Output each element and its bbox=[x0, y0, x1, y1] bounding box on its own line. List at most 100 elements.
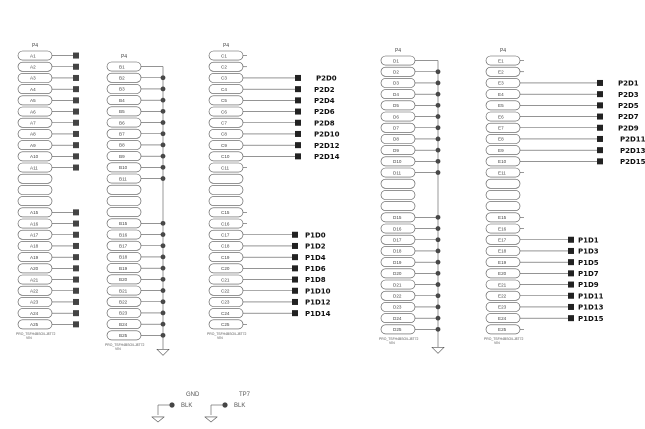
pin-label: C6 bbox=[221, 109, 227, 114]
pin-label: B7 bbox=[119, 132, 125, 137]
pin-label: A2 bbox=[30, 65, 36, 70]
terminal-square bbox=[73, 276, 79, 283]
connector-d: P4D1D2D3D4D5D6D7D8D9D10D11D15D16D17D18D1… bbox=[379, 48, 418, 345]
connector-header: P4 bbox=[223, 43, 229, 49]
net-terminal bbox=[568, 303, 574, 310]
pin-label: B5 bbox=[119, 109, 125, 114]
ground-icon bbox=[204, 416, 218, 423]
pin-label: A5 bbox=[30, 98, 36, 103]
net-label: P1D5 bbox=[578, 259, 599, 267]
pin-label: C21 bbox=[221, 277, 230, 282]
net-terminal bbox=[597, 91, 603, 98]
testpoint-color: BLK bbox=[181, 403, 192, 409]
pin-label: A24 bbox=[30, 311, 39, 316]
net-terminal bbox=[292, 287, 298, 294]
pin-label: E2 bbox=[498, 70, 504, 75]
pin-label: B23 bbox=[119, 311, 128, 316]
pin-label: E3 bbox=[498, 81, 504, 86]
pin-label: C18 bbox=[221, 244, 230, 249]
pin-label: D15 bbox=[393, 215, 402, 220]
pin-label: A9 bbox=[30, 143, 36, 148]
pin-label: C24 bbox=[221, 311, 230, 316]
pin-blank bbox=[17, 196, 53, 207]
pin-label: B20 bbox=[119, 277, 128, 282]
pin-label: E15 bbox=[498, 215, 507, 220]
net-terminal bbox=[597, 113, 603, 120]
pin-blank bbox=[485, 190, 521, 200]
pin-blank bbox=[106, 207, 142, 218]
net-terminal bbox=[295, 97, 301, 104]
terminal-square bbox=[73, 231, 79, 238]
connector-part-number: PRO_TSFH4BSO/LJ8T72 bbox=[207, 332, 246, 336]
terminal-square bbox=[73, 74, 79, 81]
connector-value: VIN bbox=[389, 341, 395, 345]
net-label: P1D14 bbox=[305, 310, 331, 318]
net-label: P2D3 bbox=[618, 91, 639, 99]
pin-label: C22 bbox=[221, 289, 230, 294]
pin-blank bbox=[485, 201, 521, 212]
pin-label: A17 bbox=[30, 233, 39, 238]
terminal-square bbox=[73, 310, 79, 317]
pin-label: E18 bbox=[498, 249, 507, 254]
pin-label: D9 bbox=[393, 148, 399, 153]
pin-label: A8 bbox=[30, 132, 36, 137]
pin-label: C8 bbox=[221, 132, 227, 137]
pin-label: E19 bbox=[498, 260, 507, 265]
pin-label: D17 bbox=[393, 238, 402, 243]
pin-blank bbox=[17, 185, 53, 195]
pin-label: D6 bbox=[393, 114, 399, 119]
net-label: P2D13 bbox=[620, 147, 645, 155]
net-terminal bbox=[568, 259, 574, 266]
pin-blank bbox=[380, 190, 416, 200]
pin-label: A21 bbox=[30, 277, 39, 282]
pin-label: D20 bbox=[393, 271, 402, 276]
pin-label: B2 bbox=[119, 76, 125, 81]
net-terminal bbox=[568, 236, 574, 243]
pin-label: E10 bbox=[498, 159, 507, 164]
pin-label: D1 bbox=[393, 58, 399, 63]
pin-blank bbox=[380, 201, 416, 212]
net-terminal bbox=[568, 270, 574, 277]
net-terminal bbox=[295, 74, 301, 81]
terminal-square bbox=[73, 298, 79, 305]
testpoint-gnd bbox=[151, 402, 175, 423]
ground-icon bbox=[156, 349, 170, 356]
connector-e: P4E1E2E3E4E5E6E7E8E9E10E11E15E16E17E18E1… bbox=[484, 48, 523, 345]
terminal-square bbox=[73, 220, 79, 227]
pin-label: E21 bbox=[498, 282, 507, 287]
terminal-square bbox=[73, 108, 79, 115]
pin-label: B17 bbox=[119, 244, 128, 249]
terminal-square bbox=[73, 97, 79, 104]
pin-label: D16 bbox=[393, 226, 402, 231]
pin-label: A3 bbox=[30, 76, 36, 81]
pin-label: D2 bbox=[393, 70, 399, 75]
net-terminal bbox=[568, 281, 574, 288]
pin-label: E23 bbox=[498, 305, 507, 310]
pin-label: C5 bbox=[221, 98, 227, 103]
pin-label: E7 bbox=[498, 126, 504, 131]
pin-label: A10 bbox=[30, 154, 39, 159]
pin-label: C15 bbox=[221, 210, 230, 215]
net-terminal bbox=[295, 153, 301, 160]
net-terminal bbox=[292, 298, 298, 305]
pin-label: A16 bbox=[30, 221, 39, 226]
connector-value: VIN bbox=[494, 341, 500, 345]
pin-label: A22 bbox=[30, 289, 39, 294]
net-label: P1D1 bbox=[578, 236, 599, 244]
net-label: P2D12 bbox=[314, 142, 340, 150]
pin-label: B4 bbox=[119, 98, 125, 103]
net-label: P1D2 bbox=[305, 243, 326, 251]
pin-label: C1 bbox=[221, 53, 227, 58]
net-label: P2D11 bbox=[620, 136, 645, 144]
pin-label: A11 bbox=[30, 165, 38, 170]
pin-label: A20 bbox=[30, 266, 39, 271]
pin-label: D3 bbox=[393, 81, 399, 86]
net-terminal bbox=[295, 108, 301, 115]
pin-label: B11 bbox=[119, 176, 127, 181]
connector-c: P4C1C2C3C4C5C6C7C8C9C10C11C15C16C17C18C1… bbox=[207, 43, 246, 340]
net-label: P1D6 bbox=[305, 265, 326, 273]
pin-label: A19 bbox=[30, 255, 39, 260]
connector-header: P4 bbox=[32, 43, 38, 49]
pin-label: C17 bbox=[221, 233, 230, 238]
pin-label: D10 bbox=[393, 159, 402, 164]
